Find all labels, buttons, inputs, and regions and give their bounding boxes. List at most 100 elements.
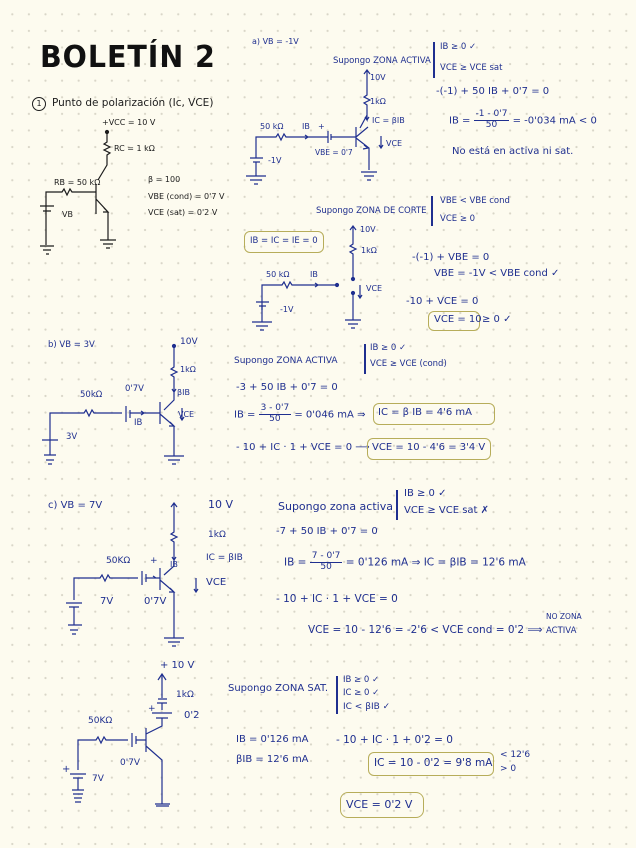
part-a-cutoff-eq3: -10 + VCE = 0 xyxy=(406,296,479,307)
part-c-eq3: - 10 + IC · 1 + VCE = 0 xyxy=(276,593,398,605)
part-csat-cmp1: < 12'6 xyxy=(500,750,531,760)
highlight-box xyxy=(368,752,494,776)
b-vce-label: VCE xyxy=(178,410,195,419)
a-cut-rb-label: 50 kΩ xyxy=(266,270,290,279)
b-vb-label: 3V xyxy=(66,432,78,442)
part-csat-cmp2: > 0 xyxy=(500,764,517,774)
condition-divider xyxy=(396,490,398,520)
part-a-cutoff-eq4-boxed: VCE = 10 xyxy=(434,314,482,325)
c-vbe-label: 0'7V xyxy=(144,596,167,607)
a-rb-label: 50 kΩ xyxy=(260,122,284,131)
param-vbe-cond: VBE (cond) = 0'7 V xyxy=(148,192,225,201)
denominator: 50 xyxy=(269,413,281,424)
c-plus-label: + xyxy=(150,556,158,566)
part-a-cutoff-boxed: IB = IC = IE = 0 xyxy=(250,236,318,246)
csat-vcesat-label: 0'2 xyxy=(184,710,200,721)
denominator: 50 xyxy=(320,561,332,572)
a-cut-ib-label: IB xyxy=(310,270,318,279)
b-rc-label: 1kΩ xyxy=(180,365,196,374)
param-vce-sat: VCE (sat) = 0'2 V xyxy=(148,208,218,217)
c-ic-label: IC = βIB xyxy=(206,553,243,563)
part-csat-result-boxed: VCE = 0'2 V xyxy=(346,798,413,811)
part-c-cond-2: VCE ≥ VCE sat ✗ xyxy=(404,505,490,516)
eq-rhs: = 0'046 mA ⇒ xyxy=(294,409,366,421)
csat-vbe-label: 0'7V xyxy=(120,758,141,768)
part-csat-assumption: Supongo ZONA SAT. xyxy=(228,683,329,694)
eq-lhs: IB = xyxy=(449,115,471,127)
part-csat-eq2-boxed: IC = 10 - 0'2 = 9'8 mA xyxy=(374,757,493,769)
problem-heading: Punto de polarización (Ic, VCE) xyxy=(52,97,214,109)
highlight-box xyxy=(373,403,495,425)
part-b-cond-1: IB ≥ 0 ✓ xyxy=(370,343,407,353)
a-vbe-label: VBE = 0'7 xyxy=(315,148,353,157)
c-vce-label: VCE xyxy=(206,577,227,588)
numerator: 7 - 0'7 xyxy=(309,551,343,563)
part-b-eq1: -3 + 50 IB + 0'7 = 0 xyxy=(236,382,338,393)
c-rb-label: 50KΩ xyxy=(106,556,131,566)
part-a-cutoff-cond-2: VCE ≥ 0 xyxy=(440,214,476,224)
denominator: 50 xyxy=(485,119,498,130)
part-b-cond-2: VCE ≥ VCE (cond) xyxy=(370,359,447,369)
part-csat-cond-1: IB ≥ 0 ✓ xyxy=(343,675,380,685)
a-cut-vb-label: -1V xyxy=(280,305,294,314)
part-b-label: b) VB = 3V xyxy=(48,340,95,350)
a-ib-label: IB xyxy=(302,122,310,131)
vcc-label: +VCC = 10 V xyxy=(102,118,156,127)
eq-rhs: = -0'034 mA < 0 xyxy=(512,115,597,127)
rc-label: RC = 1 kΩ xyxy=(114,144,155,153)
vb-label: VB xyxy=(62,210,73,219)
part-c-note-2: ACTIVA xyxy=(546,626,577,636)
eq-rhs: = 0'126 mA ⇒ IC = βIB = 12'6 mA xyxy=(345,556,526,569)
part-a-active-cond-2: VCE ≥ VCE sat xyxy=(440,63,503,73)
csat-vcc-label: + 10 V xyxy=(160,660,195,671)
part-b-assumption: Supongo ZONA ACTIVA xyxy=(234,356,338,366)
a-cut-rc-label: 1kΩ xyxy=(361,246,377,255)
part-a-active-conclusion: No está en activa ni sat. xyxy=(452,146,574,157)
a-cut-vcc-label: 10V xyxy=(360,225,376,234)
part-b-eq2-boxed: IC = β IB = 4'6 mA xyxy=(378,407,473,418)
c-rc-label: 1kΩ xyxy=(208,530,226,540)
part-c-eq1: -7 + 50 IB + 0'7 = 0 xyxy=(276,526,378,537)
highlight-box xyxy=(244,231,324,253)
part-csat-cond-2: IC ≥ 0 ✓ xyxy=(343,688,380,698)
page-title: BOLETÍN 2 xyxy=(40,40,216,75)
part-a-cutoff-eq2: VBE = -1V < VBE cond ✓ xyxy=(434,268,560,279)
highlight-box xyxy=(367,438,491,460)
a-cut-vce-label: VCE xyxy=(366,284,383,293)
numerator: 3 - 0'7 xyxy=(258,403,292,415)
part-a-cutoff-eq4-tail: ≥ 0 ✓ xyxy=(482,314,512,325)
b-ib-label: IB xyxy=(134,418,143,428)
part-csat-beta-ib: βIB = 12'6 mA xyxy=(236,754,309,765)
part-b-eq3: - 10 + IC · 1 + VCE = 0 ⟶ xyxy=(236,442,370,453)
a-vb-label: -1V xyxy=(268,156,282,165)
rb-label: RB = 50 kΩ xyxy=(54,178,101,187)
b-vcc-label: 10V xyxy=(180,337,198,347)
part-c-note-1: NO ZONA xyxy=(546,612,582,621)
part-c-cond-1: IB ≥ 0 ✓ xyxy=(404,488,447,499)
a-ic-label: IC = βIB xyxy=(372,116,405,125)
b-ic-label: βIB xyxy=(177,388,190,397)
eq-lhs: IB = xyxy=(284,556,307,569)
part-a-active-cond-1: IB ≥ 0 ✓ xyxy=(440,42,477,52)
highlight-box xyxy=(428,311,480,331)
numerator: -1 - 0'7 xyxy=(473,109,510,121)
c-vb-label: 7V xyxy=(100,596,114,607)
a-rc-label: 1kΩ xyxy=(370,97,386,106)
csat-rc-label: 1kΩ xyxy=(176,690,194,700)
part-c-assumption: Supongo zona activa xyxy=(278,500,393,513)
part-csat-ib: IB = 0'126 mA xyxy=(236,734,309,745)
csat-plus-src: + xyxy=(62,764,71,775)
csat-vb-label: 7V xyxy=(92,774,104,784)
param-beta: β = 100 xyxy=(148,175,181,184)
b-vbe-label: 0'7V xyxy=(125,384,144,394)
part-csat-eq1: - 10 + IC · 1 + 0'2 = 0 xyxy=(336,734,453,746)
